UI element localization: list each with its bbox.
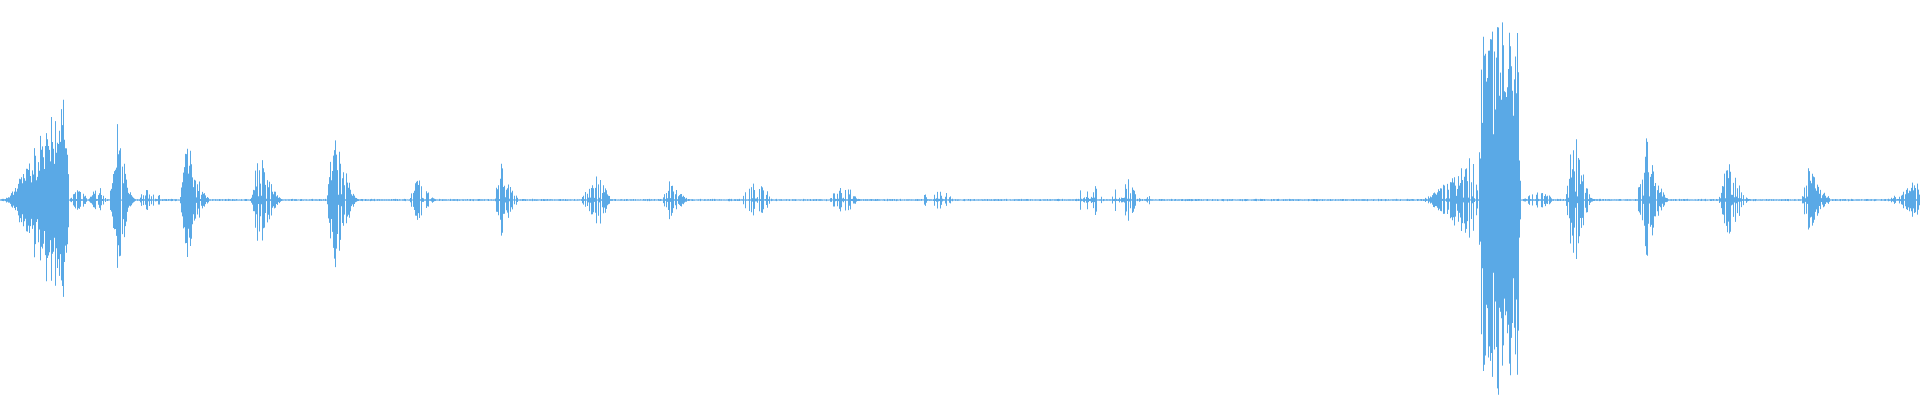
waveform-trace xyxy=(0,22,1920,395)
